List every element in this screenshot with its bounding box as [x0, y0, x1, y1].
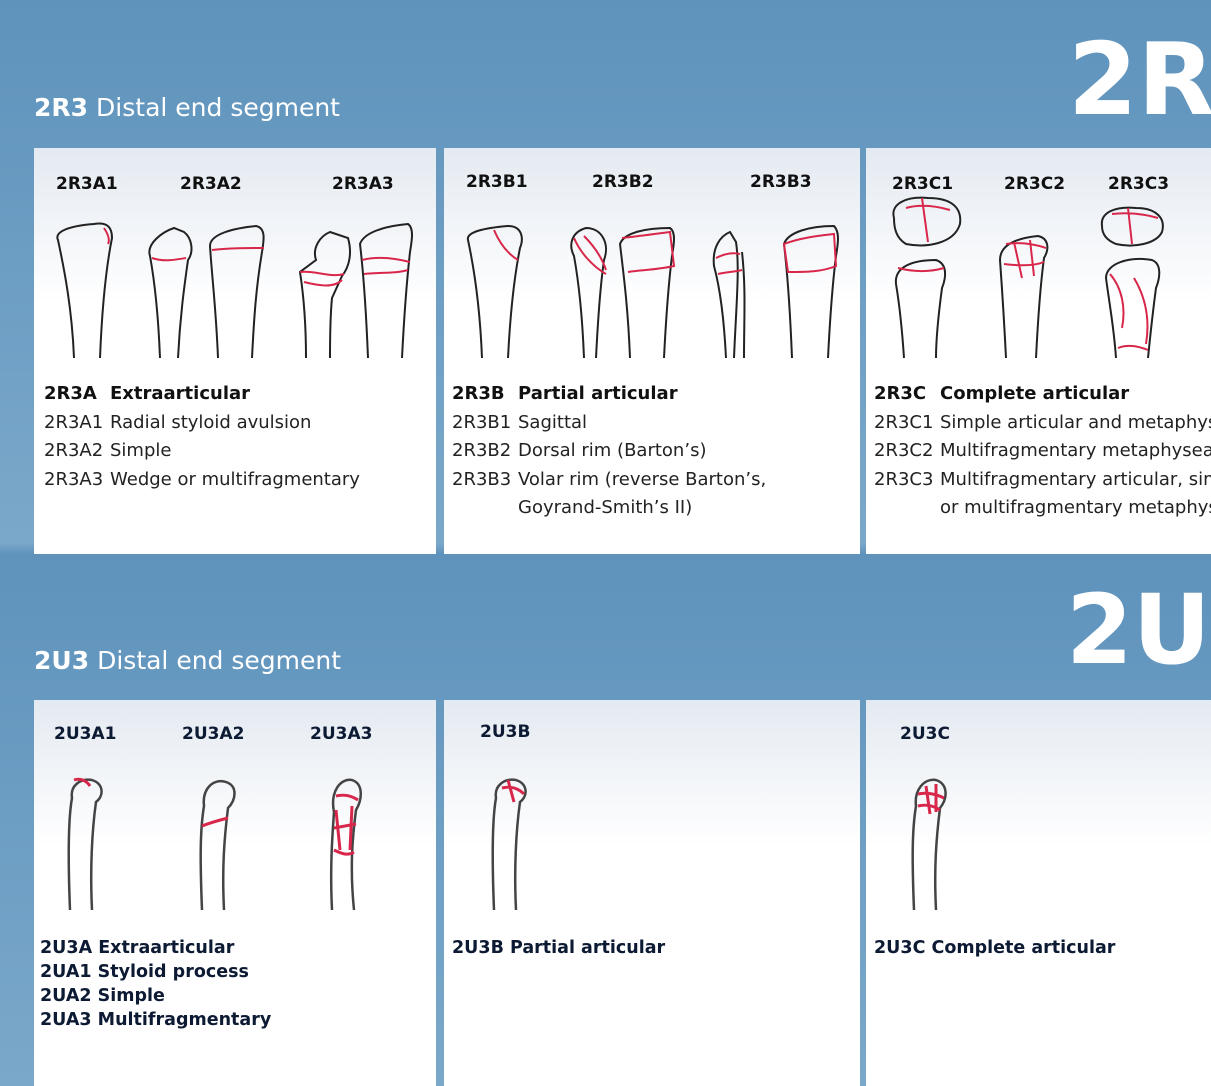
- bone-outline: [1106, 259, 1159, 358]
- fracture-line: [494, 230, 518, 260]
- bone-outline: [69, 780, 102, 910]
- group-code: 2R3A: [44, 380, 110, 409]
- ulna-segment-name: Distal end segment: [97, 646, 341, 675]
- item-code: 2R3A2: [44, 437, 110, 466]
- fracture-illustrations-2r3b: [444, 148, 860, 378]
- fracture-illustrations-2r3a: [34, 148, 436, 378]
- bone-outline: [468, 226, 522, 358]
- item-text: Wedge or multifragmentary: [110, 469, 360, 490]
- bone-outline: [784, 226, 838, 358]
- fracture-line: [574, 236, 606, 274]
- item-code: 2R3A1: [44, 409, 110, 438]
- fracture-line: [362, 258, 410, 274]
- item-code: 2R3B2: [452, 437, 518, 466]
- ulna-segment-title: 2U3 Distal end segment: [34, 646, 341, 675]
- item-text: Simple articular and metaphyseal: [940, 412, 1211, 433]
- bone-outline: [896, 260, 945, 358]
- panel-2u3a: 2U3A1 2U3A2 2U3A3 2U3A Extraarticular 2U…: [34, 700, 436, 1086]
- radius-bone-code: 2R: [1068, 30, 1211, 130]
- bone-outline: [210, 226, 264, 358]
- radius-segment-title: 2R3 Distal end segment: [34, 93, 340, 122]
- caption-line: 2U3C Complete articular: [874, 936, 1115, 960]
- caption-line: 2UA1 Styloid process: [40, 960, 271, 984]
- bone-outline: [620, 228, 674, 358]
- fracture-illustrations-2r3c: [866, 148, 1211, 378]
- bone-outline: [57, 224, 112, 358]
- fracture-line: [784, 234, 836, 272]
- item-text: or multifragmentary metaphyseal: [940, 497, 1211, 518]
- panel-2u3b: 2U3B 2U3B Partial articular: [444, 700, 860, 1086]
- item-text: Goyrand-Smith’s II): [518, 497, 692, 518]
- fracture-line: [622, 232, 674, 272]
- fracture-illustrations-2u3a: [34, 700, 436, 930]
- caption-line: 2UA2 Simple: [40, 984, 271, 1008]
- caption-line: 2U3B Partial articular: [452, 936, 665, 960]
- item-text: Volar rim (reverse Barton’s,: [518, 469, 766, 490]
- bone-outline: [201, 781, 235, 910]
- group-code: 2R3C: [874, 380, 940, 409]
- group-name: Complete articular: [940, 383, 1129, 404]
- bone-outline: [360, 224, 412, 358]
- item-text: Multifragmentary articular, simple: [940, 469, 1211, 490]
- caption-2u3c: 2U3C Complete articular: [874, 936, 1115, 960]
- item-code: 2R3B3: [452, 466, 518, 495]
- fracture-line: [1004, 240, 1046, 278]
- fracture-line: [918, 784, 944, 814]
- fracture-line: [300, 272, 344, 286]
- item-text: Multifragmentary metaphyseal: [940, 440, 1211, 461]
- ulna-segment-code: 2U3: [34, 646, 89, 675]
- fracture-line: [104, 228, 109, 244]
- caption-line: 2U3A Extraarticular: [40, 936, 271, 960]
- item-code: 2R3C1: [874, 409, 940, 438]
- fracture-line: [212, 248, 264, 250]
- group-name: Partial articular: [518, 383, 678, 404]
- fracture-line: [152, 258, 186, 260]
- radius-segment-name: Distal end segment: [96, 93, 340, 122]
- bone-outline: [1000, 236, 1047, 358]
- fracture-illustrations-2u3c: [866, 700, 1211, 930]
- item-code: 2R3B1: [452, 409, 518, 438]
- item-code: 2R3C3: [874, 466, 940, 495]
- fracture-line: [334, 795, 358, 854]
- radius-segment-code: 2R3: [34, 93, 88, 122]
- bone-outline: [714, 232, 745, 358]
- group-code: 2R3B: [452, 380, 518, 409]
- item-text: Radial styloid avulsion: [110, 412, 311, 433]
- fracture-line: [202, 818, 228, 826]
- caption-2u3a: 2U3A Extraarticular 2UA1 Styloid process…: [40, 936, 271, 1032]
- item-code: 2R3C2: [874, 437, 940, 466]
- ulna-bone-code: 2U: [1066, 582, 1211, 678]
- fracture-illustrations-2u3b: [444, 700, 860, 930]
- item-text: Simple: [110, 440, 171, 461]
- bone-outline: [571, 228, 606, 358]
- bone-outline: [493, 780, 526, 910]
- caption-line: 2UA3 Multifragmentary: [40, 1008, 271, 1032]
- group-name: Extraarticular: [110, 383, 250, 404]
- panel-2u3c: 2U3C 2U3C Complete articular: [866, 700, 1211, 1086]
- item-text: Sagittal: [518, 412, 587, 433]
- item-code: 2R3A3: [44, 466, 110, 495]
- bone-outline: [149, 228, 191, 358]
- item-text: Dorsal rim (Barton’s): [518, 440, 706, 461]
- caption-2u3b: 2U3B Partial articular: [452, 936, 665, 960]
- bone-outline: [300, 232, 350, 358]
